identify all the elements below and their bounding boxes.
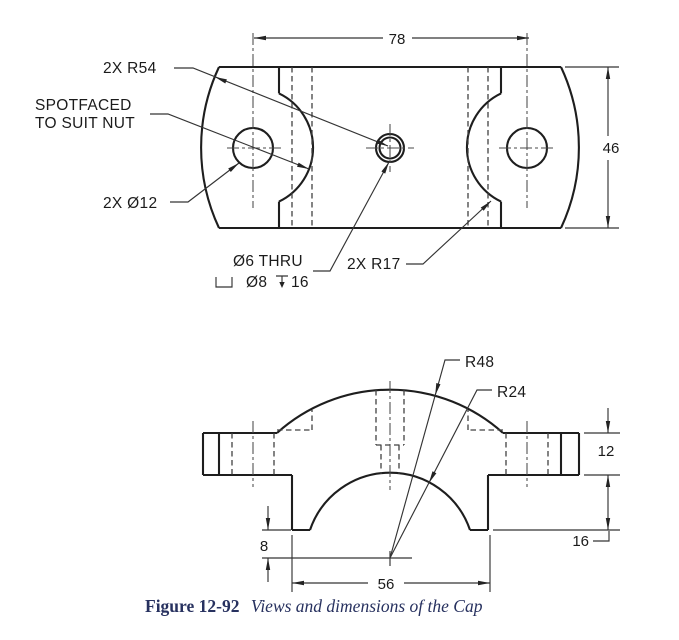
leader-center-hole-note (313, 161, 390, 272)
dim-height-label: 46 (603, 140, 620, 157)
r24-label: R24 (497, 384, 526, 401)
leader-r17 (406, 200, 492, 265)
cbore-depth-label: 16 (291, 274, 309, 291)
dim-flange-label: 12 (598, 443, 615, 460)
leader-spotface (150, 113, 310, 170)
top-view: 78 46 2X R (35, 31, 619, 291)
r54-label: 2X R54 (103, 60, 157, 77)
dim-span-56: 56 (291, 535, 491, 593)
dim-offset-8: 8 (260, 506, 412, 582)
dim-offset-label: 8 (260, 538, 268, 555)
dia12-label: 2X Ø12 (103, 195, 157, 212)
leader-r24 (389, 389, 492, 559)
dim-width-78: 78 (254, 31, 529, 48)
leader-dia12 (170, 162, 240, 203)
r17-label: 2X R17 (347, 256, 401, 273)
dim-span-label: 56 (378, 576, 395, 593)
cbore-dia-label: Ø8 (246, 274, 267, 291)
top-view-outline (200, 65, 580, 230)
spotface-label-line1: SPOTFACED (35, 97, 132, 114)
figure-caption-label: Figure 12-92 (145, 596, 239, 616)
dim-flange-12: 12 (584, 408, 620, 476)
figure-caption: Figure 12-92 Views and dimensions of the… (145, 596, 483, 616)
dim-width-label: 78 (389, 31, 406, 48)
leader-r48 (389, 359, 460, 559)
front-view: 12 16 8 56 (201, 354, 620, 593)
leader-r54 (174, 67, 389, 147)
top-view-centerlines (227, 33, 553, 208)
front-view-outline (201, 388, 581, 532)
dim-base-label: 16 (572, 533, 589, 550)
dim-base-16: 16 (493, 475, 620, 550)
depth-icon (276, 275, 288, 288)
dim-height-46: 46 (565, 66, 620, 229)
figure-caption-text: Views and dimensions of the Cap (251, 596, 483, 616)
spotface-label-line2: TO SUIT NUT (35, 115, 135, 132)
front-view-centerlines (252, 381, 528, 490)
center-hole-note-line1: Ø6 THRU (233, 253, 303, 270)
center-hole (378, 136, 402, 160)
counterbore-icon (215, 277, 233, 288)
r48-label: R48 (465, 354, 494, 371)
